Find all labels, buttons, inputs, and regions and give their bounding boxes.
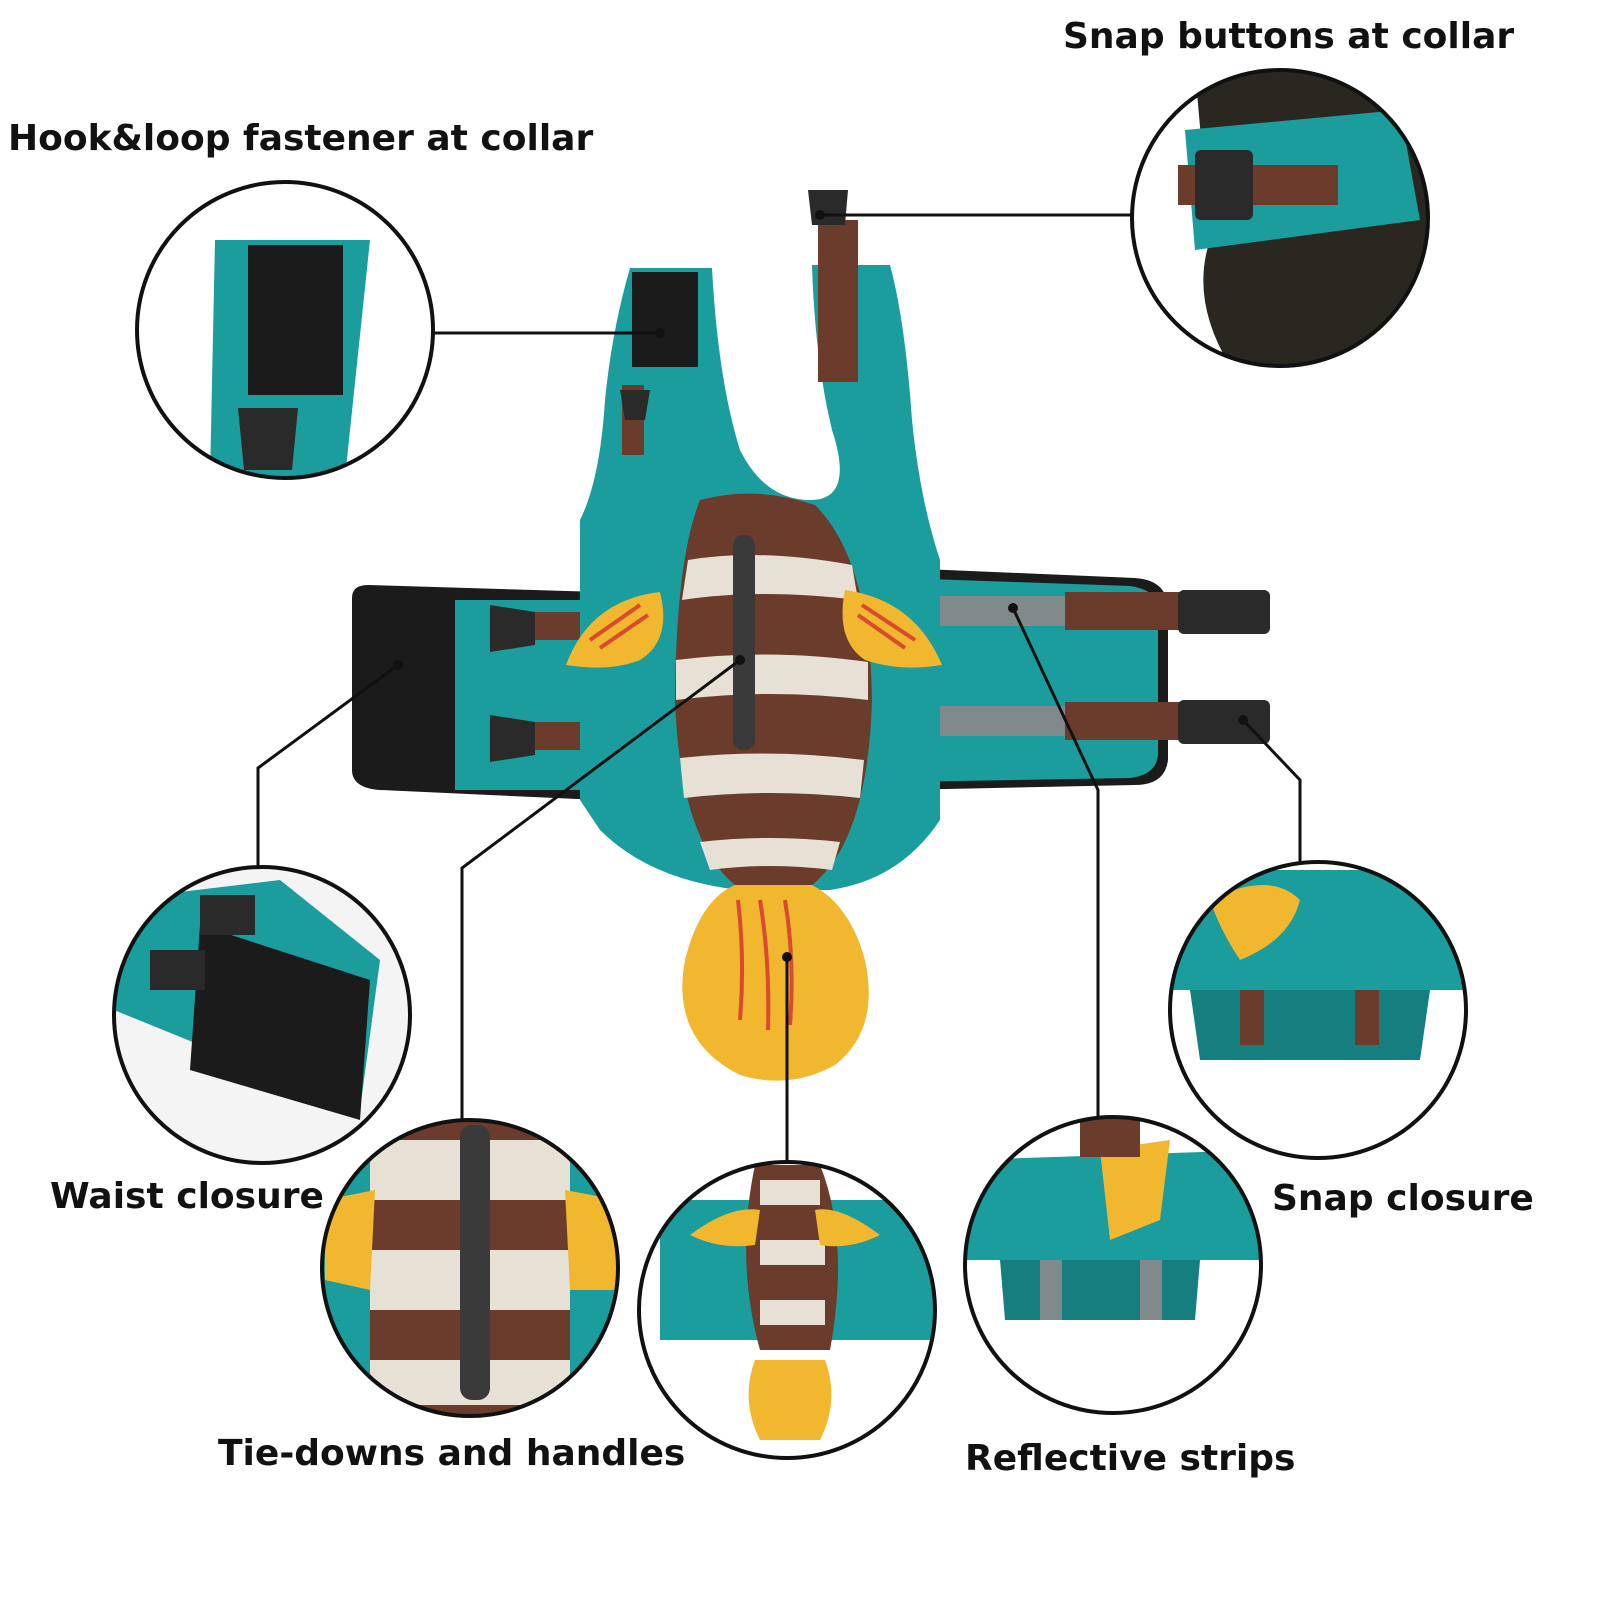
- spine-stripe-2: [676, 654, 868, 700]
- dot-snap-collar: [815, 210, 825, 220]
- callout-tail: [637, 1160, 937, 1460]
- leader-reflective: [1011, 607, 1100, 1117]
- leader-lines: [256, 213, 1302, 1162]
- buckle-right-bottom: [1178, 700, 1270, 744]
- buckle-left-bottom: [490, 715, 535, 762]
- grab-handle: [733, 535, 755, 750]
- dot-reflective: [1008, 603, 1018, 613]
- fin-left: [566, 592, 664, 668]
- spine-stripe-1: [682, 555, 858, 600]
- dot-snap-closure: [1238, 715, 1248, 725]
- callout-snap-buttons-collar: [1130, 68, 1430, 368]
- leader-dots: [393, 210, 1248, 962]
- life-vest-illustration: [352, 190, 1270, 1081]
- tail-stripes: [736, 899, 794, 1031]
- collar-strap-right: [818, 220, 858, 382]
- tail-fin: [682, 885, 869, 1081]
- collar-buckle-left: [620, 390, 650, 420]
- spine-stripe-4: [700, 838, 840, 870]
- label-hook-loop-collar: Hook&loop fastener at collar: [8, 118, 593, 159]
- collar-hook-loop-patch: [632, 272, 698, 367]
- buckle-left-top: [490, 605, 535, 652]
- buckle-right-top: [1178, 590, 1270, 634]
- callout-reflective-strips: [963, 1115, 1263, 1415]
- callout-waist-closure: [112, 865, 412, 1165]
- strap-right-bottom: [1065, 702, 1180, 740]
- fin-stripes: [588, 603, 917, 650]
- label-waist-closure: Waist closure: [50, 1176, 324, 1217]
- label-reflective-strips: Reflective strips: [965, 1438, 1295, 1479]
- spine-stripe-3: [680, 753, 864, 798]
- label-snap-closure: Snap closure: [1272, 1178, 1534, 1219]
- callout-tie-downs-handles: [320, 1118, 620, 1418]
- dot-hook-loop: [655, 328, 665, 338]
- label-tie-downs-handles: Tie-downs and handles: [218, 1433, 685, 1474]
- collar-buckle-right: [808, 190, 848, 225]
- label-snap-buttons-collar: Snap buttons at collar: [1063, 16, 1514, 57]
- leader-snap-closure: [1241, 718, 1302, 862]
- leader-waist: [256, 663, 399, 867]
- reflective-strip-bottom: [940, 706, 1070, 736]
- callout-snap-closure: [1168, 860, 1468, 1160]
- reflective-strip-top: [940, 596, 1070, 626]
- dot-tail: [782, 952, 792, 962]
- dot-waist: [393, 660, 403, 670]
- callout-hook-loop: [135, 180, 435, 480]
- dot-handle: [735, 655, 745, 665]
- leader-handle: [460, 658, 741, 1120]
- strap-right-top: [1065, 592, 1180, 630]
